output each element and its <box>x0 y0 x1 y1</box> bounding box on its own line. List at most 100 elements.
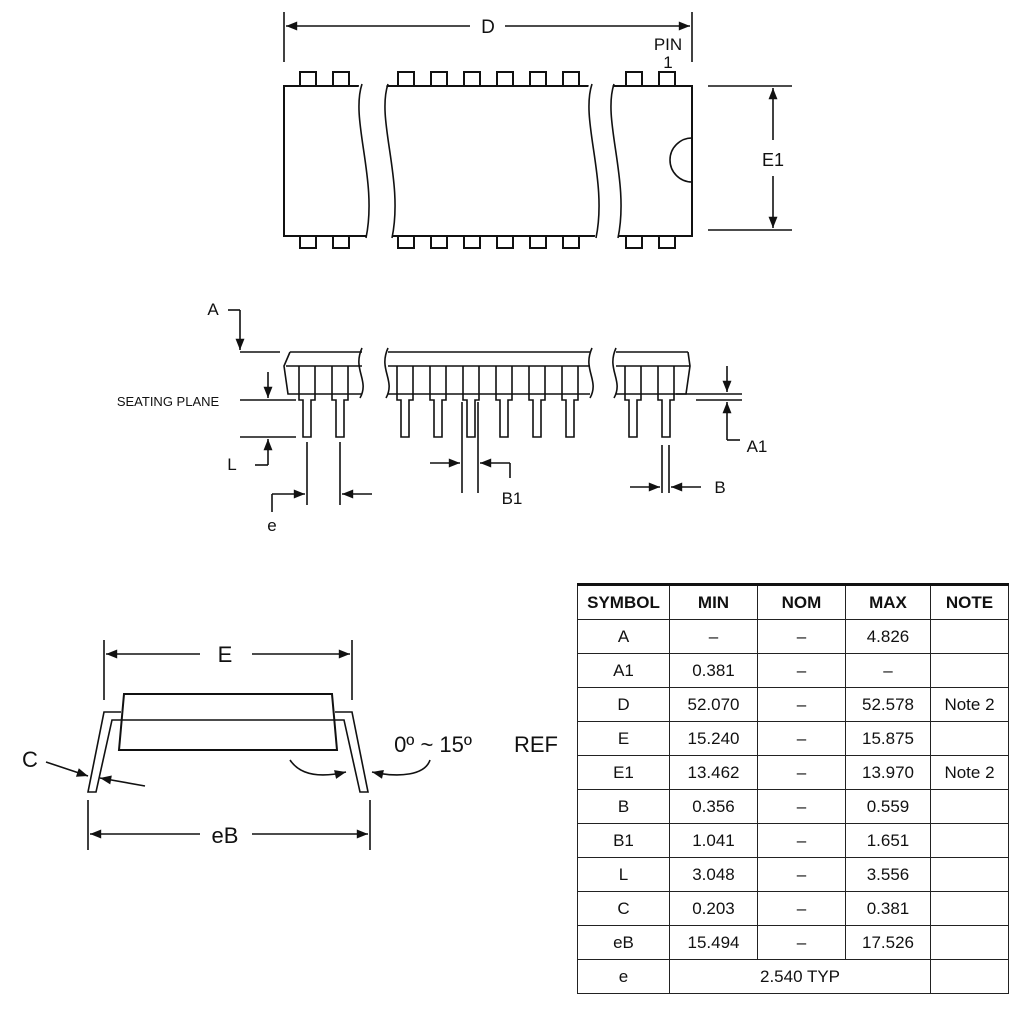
label-A: A <box>207 300 219 319</box>
pin <box>562 235 580 249</box>
cell-typ-value: 2.540 TYP <box>669 959 931 994</box>
cell-note <box>930 789 1009 824</box>
cell-note: Note 2 <box>930 687 1009 722</box>
pin <box>430 71 448 87</box>
cell-note <box>930 823 1009 858</box>
cell-nom: – <box>757 857 846 892</box>
cell-max: – <box>845 653 931 688</box>
cell-min: 52.070 <box>669 687 758 722</box>
pin <box>496 235 514 249</box>
cell-min: 13.462 <box>669 755 758 790</box>
label-E1: E1 <box>762 150 784 170</box>
label-eB: eB <box>212 823 239 848</box>
label-D: D <box>481 17 495 38</box>
label-B: B <box>714 478 725 497</box>
cell-note <box>930 925 1009 960</box>
header-symbol: SYMBOL <box>577 584 670 620</box>
package-body-end <box>117 693 339 751</box>
cell-symbol: A1 <box>577 653 670 688</box>
pin <box>625 235 643 249</box>
lead <box>331 366 349 438</box>
cell-nom: – <box>757 823 846 858</box>
cell-max: 13.970 <box>845 755 931 790</box>
pin <box>299 235 317 249</box>
lead <box>561 366 579 438</box>
cell-max: 15.875 <box>845 721 931 756</box>
cell-symbol: A <box>577 619 670 654</box>
cell-symbol: D <box>577 687 670 722</box>
label-E: E <box>218 642 233 667</box>
cell-note <box>930 721 1009 756</box>
cell-nom: – <box>757 687 846 722</box>
header-note: NOTE <box>930 584 1009 620</box>
cell-nom: – <box>757 755 846 790</box>
cell-symbol: eB <box>577 925 670 960</box>
label-pin: PIN <box>654 35 682 54</box>
lead <box>396 366 414 438</box>
cell-max: 0.381 <box>845 891 931 926</box>
header-max: MAX <box>845 584 931 620</box>
cell-nom: – <box>757 891 846 926</box>
side-leads <box>298 366 675 438</box>
cell-symbol: C <box>577 891 670 926</box>
package-body-top <box>283 85 693 237</box>
table-header-row: SYMBOL MIN NOM MAX NOTE <box>577 584 1009 620</box>
pin <box>562 71 580 87</box>
label-C: C <box>22 747 38 772</box>
cell-nom: – <box>757 925 846 960</box>
top-view: D PIN 1 E1 <box>283 12 792 249</box>
label-L: L <box>227 455 236 474</box>
pin <box>529 71 547 87</box>
lead <box>657 366 675 438</box>
cell-symbol: E1 <box>577 755 670 790</box>
cell-max: 1.651 <box>845 823 931 858</box>
cell-symbol: B <box>577 789 670 824</box>
cell-symbol: B1 <box>577 823 670 858</box>
pin <box>658 71 676 87</box>
cell-min: – <box>669 619 758 654</box>
label-e: e <box>267 516 276 535</box>
lead <box>528 366 546 438</box>
cell-min: 15.494 <box>669 925 758 960</box>
pin <box>299 71 317 87</box>
end-view: E eB C 0º ~ 15º REF <box>22 640 558 850</box>
cell-min: 15.240 <box>669 721 758 756</box>
header-nom: NOM <box>757 584 846 620</box>
cell-nom: – <box>757 653 846 688</box>
cell-max: 52.578 <box>845 687 931 722</box>
cell-max: 4.826 <box>845 619 931 654</box>
label-angle: 0º ~ 15º <box>394 732 472 757</box>
cell-note: Note 2 <box>930 755 1009 790</box>
label-ref: REF <box>514 732 558 757</box>
header-min: MIN <box>669 584 758 620</box>
label-A1: A1 <box>747 437 768 456</box>
pin <box>529 235 547 249</box>
lead <box>624 366 642 438</box>
cell-min: 0.356 <box>669 789 758 824</box>
lead <box>495 366 513 438</box>
side-view: A SEATING PLANE L e B1 B A1 <box>117 300 768 535</box>
lead <box>298 366 316 438</box>
cell-note <box>930 959 1009 994</box>
cell-symbol: e <box>577 959 670 994</box>
label-B1: B1 <box>502 489 523 508</box>
cell-note <box>930 891 1009 926</box>
cell-note <box>930 619 1009 654</box>
cell-max: 0.559 <box>845 789 931 824</box>
pin <box>332 71 350 87</box>
cell-min: 1.041 <box>669 823 758 858</box>
cell-min: 0.203 <box>669 891 758 926</box>
pin <box>397 71 415 87</box>
table-row: A––4.826 <box>577 619 1009 654</box>
cell-nom: – <box>757 619 846 654</box>
